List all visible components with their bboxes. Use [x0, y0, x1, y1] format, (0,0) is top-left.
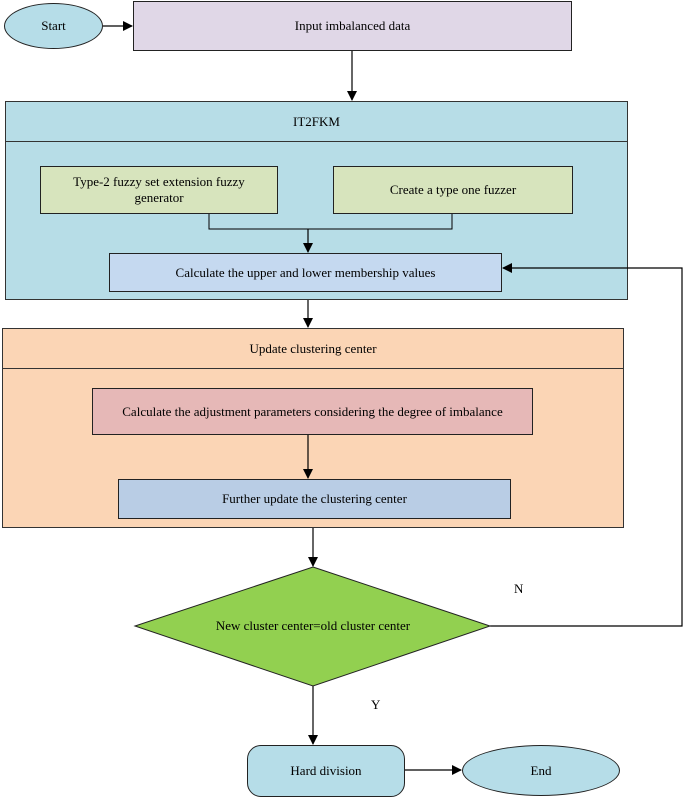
edge-decision-loop: [490, 263, 683, 627]
adjust-node: Calculate the adjustment parameters cons…: [92, 388, 533, 435]
input-node: Input imbalanced data: [133, 1, 572, 51]
hard-division-node: Hard division: [247, 745, 405, 797]
further-update-node: Further update the clustering center: [118, 479, 511, 519]
type1-fuzzer-node: Create a type one fuzzer: [333, 166, 573, 214]
decision-label: New cluster center=old cluster center: [215, 618, 411, 633]
it2fkm-title: IT2FKM: [6, 102, 627, 142]
no-label: N: [514, 581, 524, 596]
membership-node: Calculate the upper and lower membership…: [109, 253, 502, 292]
yes-label: Y: [371, 697, 381, 712]
edge-merge-generators: [208, 214, 453, 230]
end-node: End: [462, 745, 620, 796]
start-node: Start: [4, 3, 103, 49]
type2-generator-node: Type-2 fuzzy set extension fuzzy generat…: [40, 166, 278, 214]
update-title: Update clustering center: [3, 329, 623, 369]
decision-diamond: [133, 566, 492, 687]
